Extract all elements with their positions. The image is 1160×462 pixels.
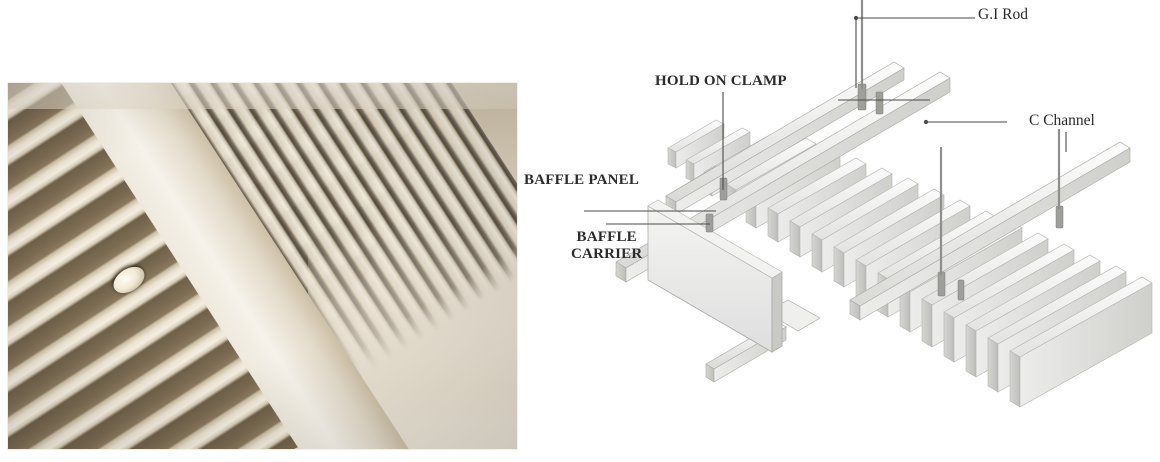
leader-dot bbox=[923, 119, 929, 125]
hold-on-clamp bbox=[937, 271, 946, 297]
photo-vignette bbox=[8, 83, 517, 449]
label-gi-rod: G.I Rod bbox=[978, 6, 1028, 23]
baffle-ceiling-isometric bbox=[520, 0, 1160, 462]
leader-dot bbox=[853, 15, 859, 21]
leader-line-group bbox=[584, 15, 1067, 225]
label-c-channel: C Channel bbox=[1029, 112, 1095, 129]
isometric-assembly-svg bbox=[584, 0, 1153, 408]
ceiling-top-wash bbox=[8, 83, 517, 109]
hold-on-clamp bbox=[957, 279, 965, 301]
gi-rod-group bbox=[860, 0, 1061, 276]
hold-on-clamp bbox=[875, 91, 884, 115]
label-baffle-panel: BAFFLE PANEL bbox=[524, 172, 640, 188]
baffle-panel-front bbox=[647, 199, 783, 353]
label-hold-on-clamp: HOLD ON CLAMP bbox=[655, 73, 787, 89]
baffle-ceiling-photo bbox=[8, 83, 517, 449]
hold-on-clamp-group bbox=[705, 83, 1064, 301]
label-baffle-carrier: BAFFLE CARRIER bbox=[571, 229, 643, 262]
hold-on-clamp bbox=[705, 213, 714, 233]
hold-on-clamp bbox=[1055, 205, 1064, 229]
